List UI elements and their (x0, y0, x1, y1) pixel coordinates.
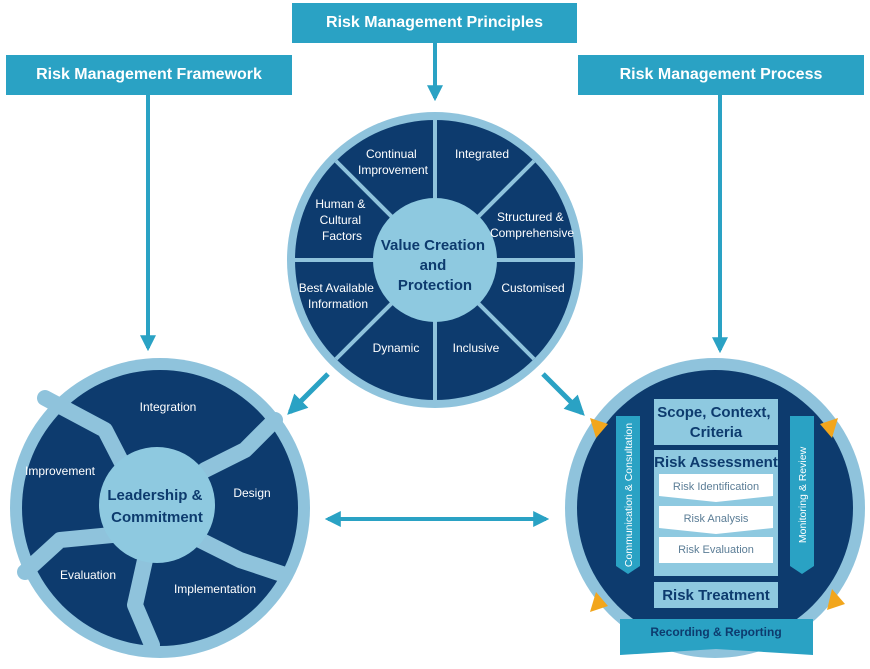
communication-consultation-bar (616, 416, 640, 574)
cycle-arrow-top-left-icon (590, 418, 608, 438)
framework-header: Risk Management Framework (6, 55, 292, 95)
cycle-arrow-bottom-left-icon (590, 592, 608, 612)
principles-center-label: Value Creation and Protection (381, 237, 489, 294)
framework-wheel: Leadership & Commitment Integration Desi… (10, 358, 310, 658)
risk-evaluation-step (659, 537, 773, 563)
communication-consultation-label: Communication & Consultation (623, 423, 635, 567)
framework-center-label: Leadership & Commitment (107, 487, 206, 526)
cycle-arrow-top-right-icon (820, 418, 838, 438)
monitoring-review-label: Monitoring & Review (797, 446, 809, 543)
framework-implementation: Implementation (174, 582, 256, 596)
principle-inclusive: Inclusive (453, 341, 500, 355)
risk-treatment-box (654, 582, 778, 608)
scope-context-criteria-box (654, 399, 778, 445)
principle-customised: Customised (501, 281, 564, 295)
principle-best-available-information: Best Available Information (299, 281, 378, 311)
risk-identification-label: Risk Identification (673, 481, 759, 493)
risk-identification-step (659, 474, 773, 502)
risk-treatment-label: Risk Treatment (662, 587, 770, 604)
scope-context-criteria-label: Scope, Context, Criteria (657, 404, 775, 441)
arrow-principles-to-process (541, 372, 585, 416)
principles-wheel: Value Creation and Protection Continual … (287, 112, 583, 408)
risk-assessment-label: Risk Assessment (654, 454, 778, 471)
cycle-arrow-bottom-right-icon (827, 589, 845, 610)
framework-integration: Integration (140, 400, 197, 414)
framework-evaluation: Evaluation (60, 568, 116, 582)
process-header: Risk Management Process (578, 55, 864, 95)
risk-analysis-label: Risk Analysis (684, 513, 749, 525)
principle-structured-comprehensive: Structured & Comprehensive (490, 210, 574, 240)
principle-integrated: Integrated (455, 147, 509, 161)
framework-improvement: Improvement (25, 464, 96, 478)
framework-design: Design (233, 486, 270, 500)
recording-reporting-bar (620, 619, 813, 655)
risk-analysis-step (659, 506, 773, 534)
principle-continual-improvement: Continual Improvement (358, 147, 429, 177)
monitoring-review-bar (790, 416, 814, 574)
principles-header: Risk Management Principles (292, 3, 577, 43)
recording-reporting-label: Recording & Reporting (650, 625, 781, 639)
risk-evaluation-label: Risk Evaluation (678, 544, 754, 556)
principle-human-cultural-factors: Human & Cultural Factors (315, 197, 368, 243)
principle-dynamic: Dynamic (373, 341, 420, 355)
arrow-principles-to-framework (287, 372, 330, 415)
process-wheel: Communication & Consultation Monitoring … (565, 358, 865, 658)
